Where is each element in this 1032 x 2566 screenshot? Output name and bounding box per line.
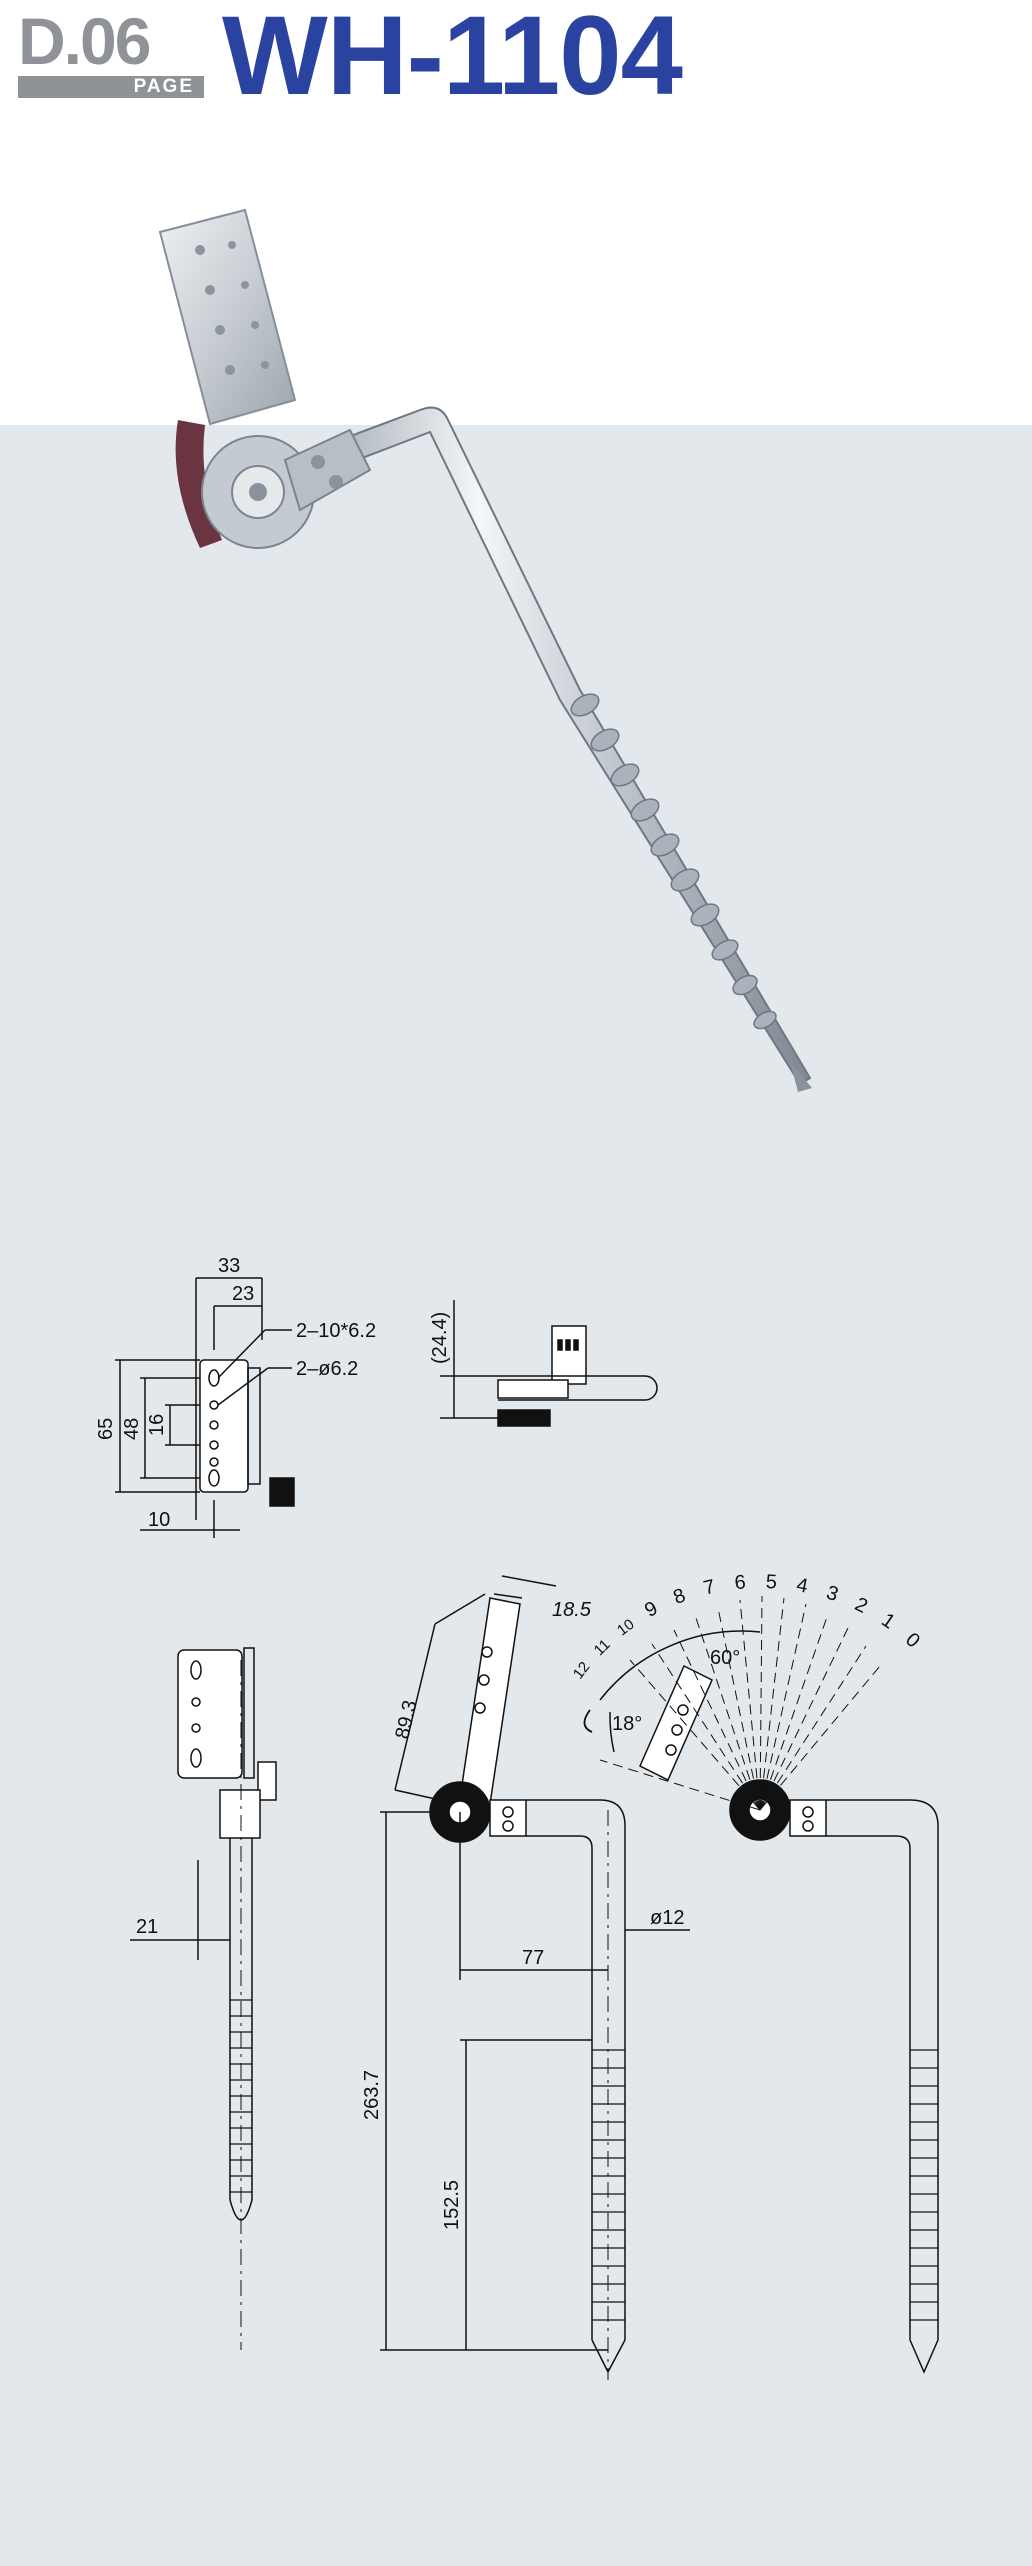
- dim-152-5: 152.5: [441, 2180, 463, 2230]
- main-view-labels: 18.5 89.3 77 ø12 263.7 152.5: [361, 1599, 684, 2230]
- dim-77: 77: [522, 1947, 544, 1969]
- dim-16: 16: [146, 1414, 168, 1436]
- top-view: [115, 1277, 295, 1538]
- angle-scale-label: 3: [824, 1582, 842, 1606]
- angle-scale-label: 1: [877, 1609, 899, 1633]
- dim-12: ø12: [650, 1907, 684, 1929]
- dim-48: 48: [121, 1418, 143, 1440]
- dim-65: 65: [95, 1418, 117, 1440]
- slot-note: 2–10*6.2: [296, 1320, 376, 1342]
- angle-60: 60°: [710, 1647, 740, 1669]
- front-view-labels: 21: [136, 1916, 158, 1938]
- product-photo: [158, 208, 812, 1092]
- angle-scale-label: 2: [851, 1593, 871, 1618]
- dim-263-7: 263.7: [361, 2070, 383, 2120]
- front-view: [130, 1647, 277, 2350]
- page-badge: D.06 PAGE: [18, 8, 206, 100]
- angle-18: 18°: [612, 1713, 642, 1735]
- dim-33: 33: [218, 1255, 240, 1277]
- dim-23: 23: [232, 1283, 254, 1305]
- page-code: D.06: [18, 4, 151, 78]
- side-view: [440, 1300, 658, 1427]
- top-view-labels: 33 23 2–10*6.2 2–ø6.2 65 48 16 10: [95, 1255, 376, 1531]
- angle-scale-label: 11: [591, 1636, 614, 1659]
- dim-21: 21: [136, 1916, 158, 1938]
- dim-89-3: 89.3: [391, 1698, 421, 1741]
- dim-18-5: 18.5: [552, 1599, 592, 1621]
- angle-scale-label: 0: [901, 1629, 924, 1653]
- angle-scale-label: 4: [795, 1574, 810, 1598]
- photo-rod: [298, 406, 812, 1092]
- angle-scale-label: 5: [765, 1571, 777, 1594]
- angle-scale-label: 7: [702, 1576, 718, 1600]
- angle-scale-label: 12: [570, 1659, 594, 1683]
- dim-10: 10: [148, 1509, 170, 1531]
- angle-view: [583, 1595, 939, 2374]
- page-strip: PAGE: [18, 76, 204, 98]
- angle-scale-label: 10: [614, 1616, 638, 1640]
- angle-view-labels: 60° 18°: [612, 1647, 740, 1735]
- photo-pivot: [175, 420, 372, 549]
- model-title: WH-1104: [222, 0, 683, 118]
- page-word: PAGE: [133, 76, 194, 97]
- dim-24-4: (24.4): [429, 1312, 451, 1364]
- photo-plate: [158, 208, 297, 426]
- angle-scale-label: 8: [670, 1584, 688, 1609]
- angle-scale-label: 6: [734, 1571, 747, 1594]
- drawing-panel: [0, 425, 1032, 2566]
- side-view-labels: (24.4): [429, 1312, 451, 1364]
- main-view: [380, 1575, 690, 2380]
- header-area: [0, 0, 1032, 425]
- hole-note: 2–ø6.2: [296, 1358, 358, 1380]
- angle-scale-label: 9: [641, 1597, 661, 1622]
